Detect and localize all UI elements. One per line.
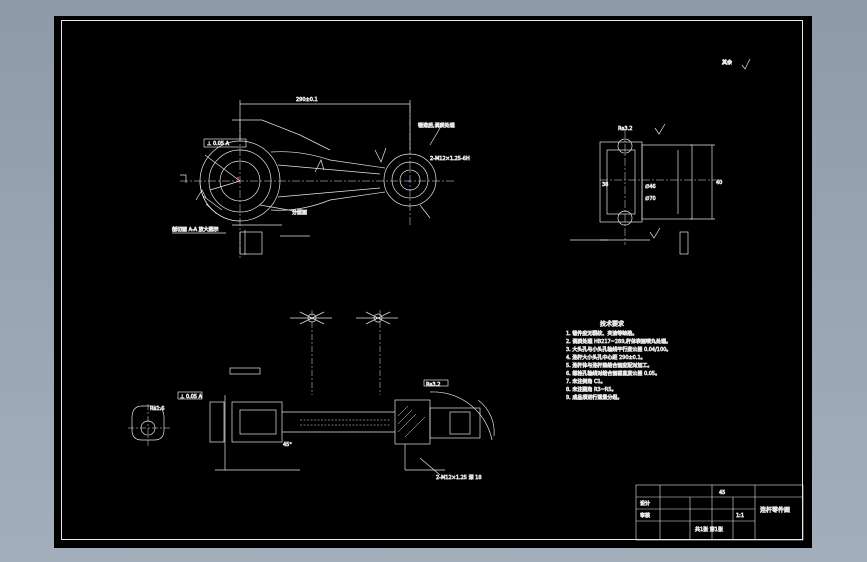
rod-front-view[interactable] [172, 100, 455, 260]
datum-box-label: ⊥ 0.05 A [207, 141, 230, 147]
side-dim-2: ∅70 [645, 196, 656, 202]
tech-item-9: 9. 成品须进行重量分组。 [566, 394, 622, 401]
designer-label: 设计 [640, 500, 650, 507]
tech-item-1: 1. 锻件应无裂纹、夹渣等缺陷。 [566, 330, 637, 337]
tech-item-8: 8. 未注圆角 R3~R5。 [566, 386, 616, 393]
tech-item-6: 6. 螺栓孔轴线对结合面垂直度公差 0.05。 [566, 370, 660, 377]
section-datum-label: ⊥ 0.05 A [180, 394, 203, 400]
bolt-note: 2-M12×1.25-6H [430, 156, 470, 162]
section-label-2: 45° [283, 442, 292, 448]
tech-item-4: 4. 连杆大小头孔中心距 290±0.1。 [566, 354, 646, 361]
parting-note: 分型面 [292, 209, 307, 216]
section-label-1: Ra1.6 [150, 406, 164, 412]
tech-item-7: 7. 未注倒角 C1。 [566, 378, 606, 385]
drawing-name: 连杆零件图 [760, 506, 790, 514]
roughness-label: 其余 [722, 59, 732, 66]
finish-note: 锻造后,调质处理 [418, 122, 455, 129]
section-label-3: Ra3.2 [426, 382, 440, 388]
sheet-label: 共1张 第1张 [695, 526, 723, 533]
length-dimension-label: 290±0.1 [296, 97, 318, 103]
accent-marks [237, 177, 410, 182]
side-dim-1: ∅46 [645, 184, 656, 190]
title-block[interactable] [635, 484, 804, 541]
tech-item-5: 5. 连杆体与连杆盖结合面应配对加工。 [566, 362, 652, 369]
tech-item-2: 2. 调质处理 HB217~289,杆体表面喷丸处理。 [566, 338, 671, 345]
tech-item-3: 3. 大头孔与小头孔轴线平行度公差 0.04/100。 [566, 346, 671, 353]
side-dim-3: 38 [602, 182, 608, 188]
rod-side-view[interactable] [570, 123, 720, 255]
tech-requirements-title: 技术要求 [600, 320, 624, 328]
section-bottom-note: 2-M12×1.25 深 18 [436, 474, 482, 481]
bolt-detail-view[interactable] [128, 404, 170, 446]
side-dim-4: 40 [716, 180, 722, 186]
roughness-symbol [741, 58, 751, 70]
cad-viewport[interactable] [54, 16, 812, 548]
scale-label: 1:1 [736, 513, 744, 519]
section-note: 剖切面 A-A 放大图示 [172, 226, 219, 233]
side-view-finish: Ra3.2 [618, 126, 632, 132]
material-label: 45 [719, 490, 725, 496]
rod-section-view[interactable] [177, 310, 495, 476]
check-label: 审核 [640, 512, 650, 519]
